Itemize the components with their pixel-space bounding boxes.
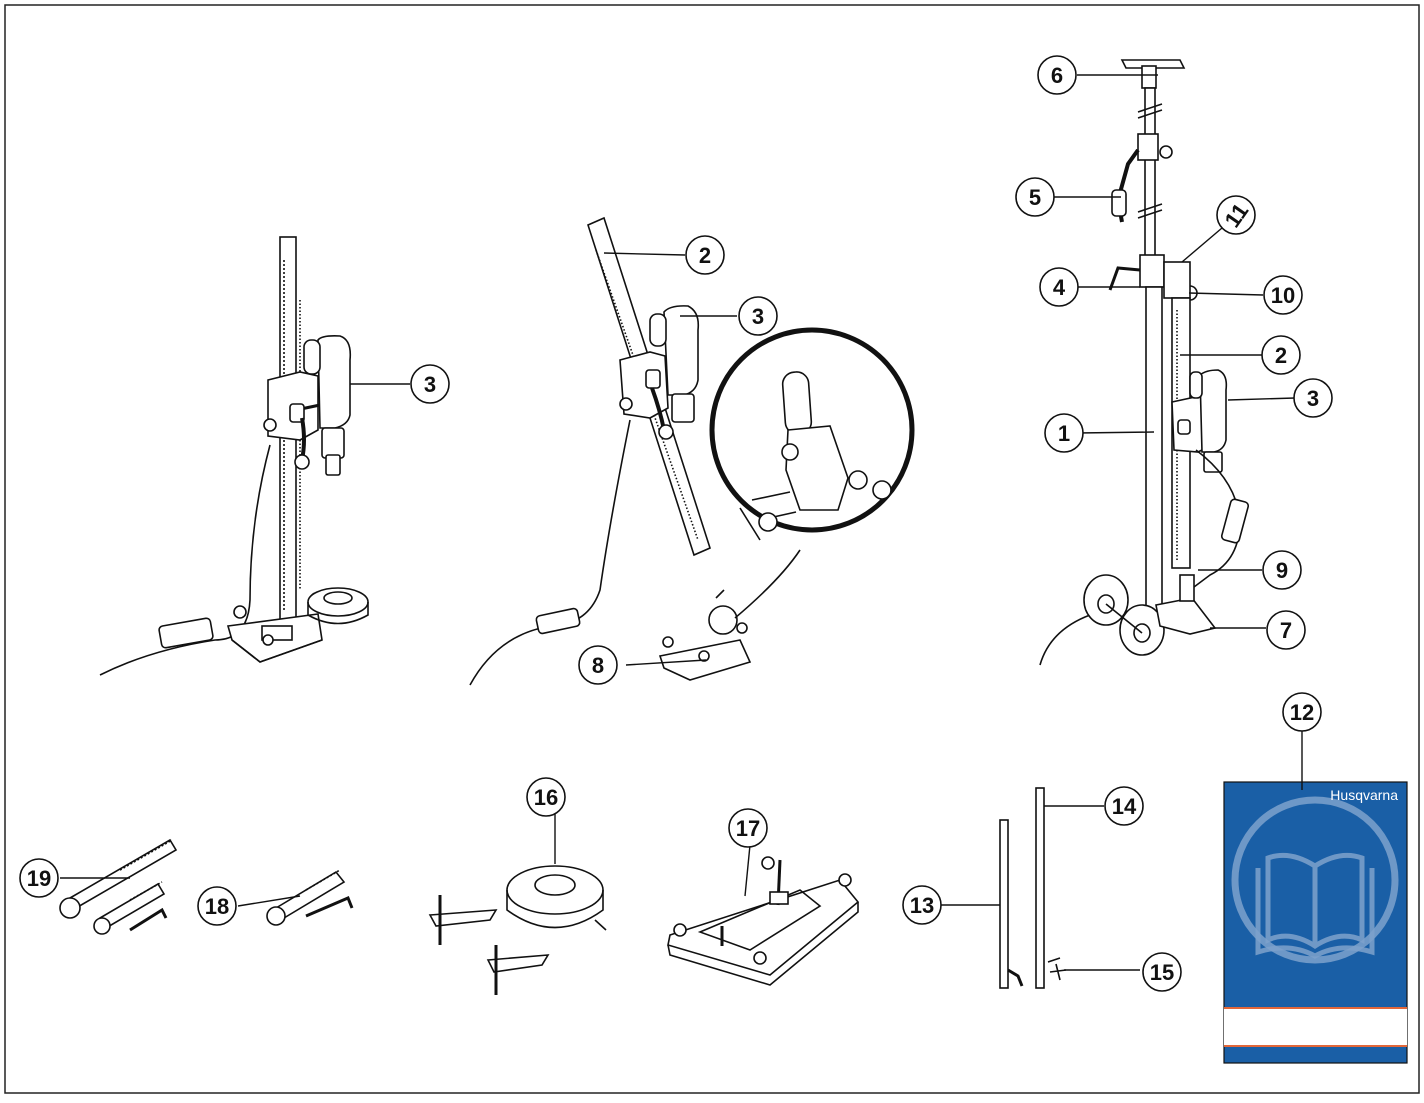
callout-circle: [728, 808, 768, 848]
callout-c18: 18: [197, 886, 237, 926]
callout-number: 18: [205, 894, 229, 919]
callout-circle: [1037, 55, 1077, 95]
callout-number: 8: [592, 653, 604, 678]
callout-c8: 8: [578, 645, 618, 685]
callout-circle: [1104, 786, 1144, 826]
callout-number: 17: [736, 816, 760, 841]
callout-circle: [1015, 177, 1055, 217]
callout-number: 12: [1290, 700, 1314, 725]
callout-circle: [526, 777, 566, 817]
callout-number: 13: [910, 893, 934, 918]
callout-c12: 12: [1282, 692, 1322, 732]
wrench-set-18: [266, 869, 354, 926]
callout-c4: 4: [1039, 267, 1079, 307]
callout-c10: 10: [1263, 275, 1303, 315]
callout-number: 7: [1280, 618, 1292, 643]
callout-circle: [738, 296, 778, 336]
callout-number: 19: [27, 866, 51, 891]
callout-number: 1: [1058, 421, 1070, 446]
callout-c2a: 2: [685, 235, 725, 275]
callout-c2b: 2: [1261, 335, 1301, 375]
callout-number: 2: [699, 243, 711, 268]
callout-number: 14: [1112, 794, 1137, 819]
callout-c16: 16: [526, 777, 566, 817]
callout-circle: [1044, 413, 1084, 453]
callout-number: 4: [1053, 275, 1066, 300]
callout-c3c: 3: [1293, 378, 1333, 418]
wrench-set-19: [59, 838, 178, 935]
callout-number: 3: [424, 372, 436, 397]
callout-circle: [1039, 267, 1079, 307]
callout-circle: [1262, 550, 1302, 590]
drill-stand-base-mounted: [99, 236, 369, 676]
callout-circle: [1266, 610, 1306, 650]
callout-circle: [197, 886, 237, 926]
callout-circle: [1261, 335, 1301, 375]
callout-c3b: 3: [738, 296, 778, 336]
leader-lines: [60, 74, 1303, 971]
extension-rods: [999, 787, 1067, 989]
callout-c7: 7: [1266, 610, 1306, 650]
callout-c19: 19: [19, 858, 59, 898]
callout-circle: [1263, 275, 1303, 315]
callout-c1: 1: [1044, 413, 1084, 453]
callout-number: 10: [1271, 283, 1295, 308]
base-plate-17: [667, 856, 860, 986]
callout-c13: 13: [902, 885, 942, 925]
callout-number: 6: [1051, 63, 1063, 88]
callout-c15: 15: [1142, 952, 1182, 992]
callout-circle: [685, 235, 725, 275]
callout-number: 5: [1029, 185, 1041, 210]
callout-number: 9: [1276, 558, 1288, 583]
callout-circle: [1282, 692, 1322, 732]
callout-circle: [1293, 378, 1333, 418]
callout-number: 3: [1307, 386, 1319, 411]
book-icon: [1255, 852, 1375, 959]
callout-circle: [1142, 952, 1182, 992]
callout-circle: [578, 645, 618, 685]
callout-c14: 14: [1104, 786, 1144, 826]
callout-c3a: 3: [410, 364, 450, 404]
callout-number: 15: [1150, 960, 1174, 985]
callout-c5: 5: [1015, 177, 1055, 217]
drill-stand-tilted: [469, 216, 915, 686]
callout-circle: [410, 364, 450, 404]
callout-number: 3: [752, 304, 764, 329]
drill-stand-telescopic: [1039, 59, 1250, 666]
callout-c6: 6: [1037, 55, 1077, 95]
manual-brand: Husqvarna: [1330, 787, 1398, 803]
callout-c9: 9: [1262, 550, 1302, 590]
vacuum-ring-16: [428, 865, 607, 995]
callout-c11: 11: [1216, 195, 1256, 235]
outer-frame: [4, 4, 1420, 1094]
callout-number: 2: [1275, 343, 1287, 368]
callout-number: 16: [534, 785, 558, 810]
callout-circle: [1216, 195, 1256, 235]
operator-manual-12: Husqvarna: [1223, 781, 1408, 1064]
callout-circle: [19, 858, 59, 898]
callout-c17: 17: [728, 808, 768, 848]
callout-circle: [902, 885, 942, 925]
